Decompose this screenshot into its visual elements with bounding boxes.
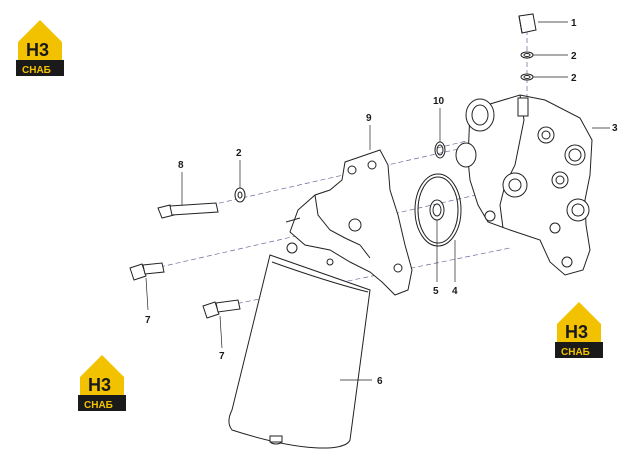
leader-lines <box>145 21 610 381</box>
part-washers-top <box>520 51 534 81</box>
part-long-bolt <box>157 187 246 219</box>
part-filter-bracket <box>285 149 413 296</box>
callout-7: 7 <box>145 315 151 326</box>
svg-text:H3: H3 <box>88 375 111 395</box>
callouts: 1 2 2 3 10 9 2 8 5 4 7 7 6 <box>145 18 618 387</box>
watermark-logo-bottom-left: H3 СНАБ <box>78 355 126 411</box>
part-cap <box>518 13 537 34</box>
part-housing-head <box>455 94 593 276</box>
svg-text:H3: H3 <box>565 322 588 342</box>
callout-7: 7 <box>219 351 225 362</box>
svg-text:СНАБ: СНАБ <box>22 65 51 76</box>
svg-text:СНАБ: СНАБ <box>84 400 113 411</box>
part-short-bolts <box>129 262 241 319</box>
callout-1: 1 <box>571 18 577 29</box>
callout-4: 4 <box>452 286 458 297</box>
callout-3: 3 <box>612 123 618 134</box>
callout-10: 10 <box>433 96 445 107</box>
watermark-logo-top-left: H3 СНАБ <box>16 20 64 76</box>
callout-9: 9 <box>366 113 372 124</box>
callout-2: 2 <box>236 148 242 159</box>
part-oring-large <box>414 173 462 247</box>
callout-8: 8 <box>178 160 184 171</box>
callout-2: 2 <box>571 51 577 62</box>
svg-text:H3: H3 <box>26 40 49 60</box>
part-seal-ring <box>429 199 445 221</box>
callout-6: 6 <box>377 376 383 387</box>
callout-5: 5 <box>433 286 439 297</box>
callout-2: 2 <box>571 73 577 84</box>
part-filter-canister <box>228 254 371 449</box>
part-oring-small <box>434 141 446 159</box>
svg-text:СНАБ: СНАБ <box>561 347 590 358</box>
watermark-logo-right: H3 СНАБ <box>555 302 603 358</box>
